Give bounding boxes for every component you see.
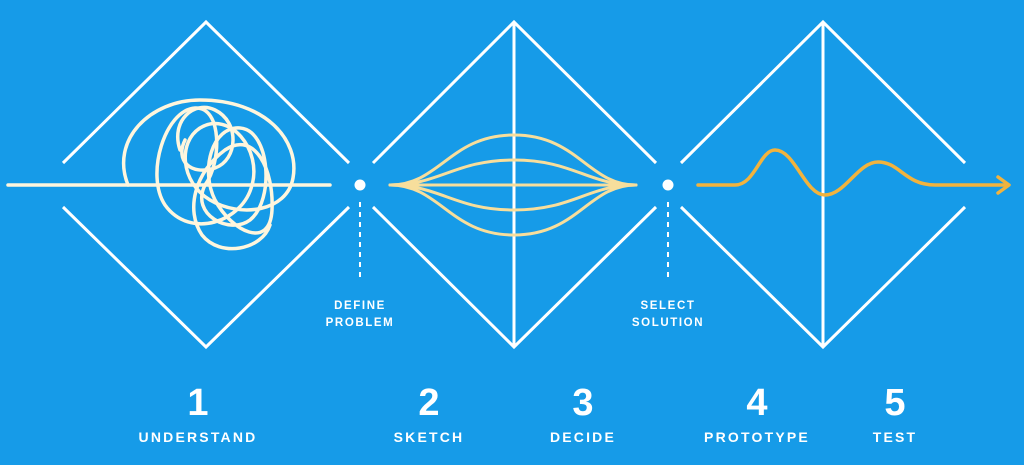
stage-2-number: 2 bbox=[418, 382, 440, 424]
stage-3-name: DECIDE bbox=[549, 429, 617, 445]
diamond-understand-bottom bbox=[61, 205, 351, 350]
sketch-line-bottom-inner bbox=[388, 183, 638, 212]
sketch-line-top-inner bbox=[388, 158, 638, 187]
understand-scribble bbox=[6, 98, 332, 251]
stage-5-name: TEST bbox=[872, 429, 918, 445]
arrow-head-icon bbox=[996, 175, 1011, 195]
stage-4-number: 4 bbox=[746, 382, 768, 424]
milestone-define-label: DEFINE PROBLEM bbox=[300, 298, 420, 332]
stage-2-name: SKETCH bbox=[393, 429, 465, 445]
sketch-lens bbox=[388, 133, 638, 237]
sketch-line-top-outer bbox=[388, 133, 638, 187]
scribble-loop-b bbox=[192, 126, 274, 251]
milestone-define-line2: PROBLEM bbox=[325, 317, 395, 329]
milestone-define bbox=[354, 179, 366, 282]
diamond-prototype-test bbox=[679, 19, 967, 350]
milestone-select bbox=[662, 179, 674, 282]
milestone-select-dot bbox=[662, 179, 674, 191]
stage-4-name: PROTOTYPE bbox=[704, 429, 810, 445]
stage-1-number: 1 bbox=[187, 382, 209, 424]
stage-1-name: UNDERSTAND bbox=[138, 429, 258, 445]
milestone-select-line2: SOLUTION bbox=[631, 317, 705, 329]
stage-3-number: 3 bbox=[572, 382, 594, 424]
milestone-define-line1: DEFINE bbox=[334, 300, 386, 312]
scribble-loop-a bbox=[121, 98, 296, 226]
prototype-wave bbox=[696, 148, 1011, 197]
prototype-wave-line bbox=[696, 148, 1010, 197]
milestone-define-dot bbox=[354, 179, 366, 191]
diamond-understand-top bbox=[61, 19, 351, 165]
scribble-loop-c bbox=[176, 105, 235, 172]
sketch-line-bottom-outer bbox=[388, 183, 638, 237]
diamond-understand bbox=[61, 19, 351, 350]
milestone-select-label: SELECT SOLUTION bbox=[608, 298, 728, 332]
stage-5-number: 5 bbox=[884, 382, 906, 424]
milestone-select-line1: SELECT bbox=[640, 300, 696, 312]
